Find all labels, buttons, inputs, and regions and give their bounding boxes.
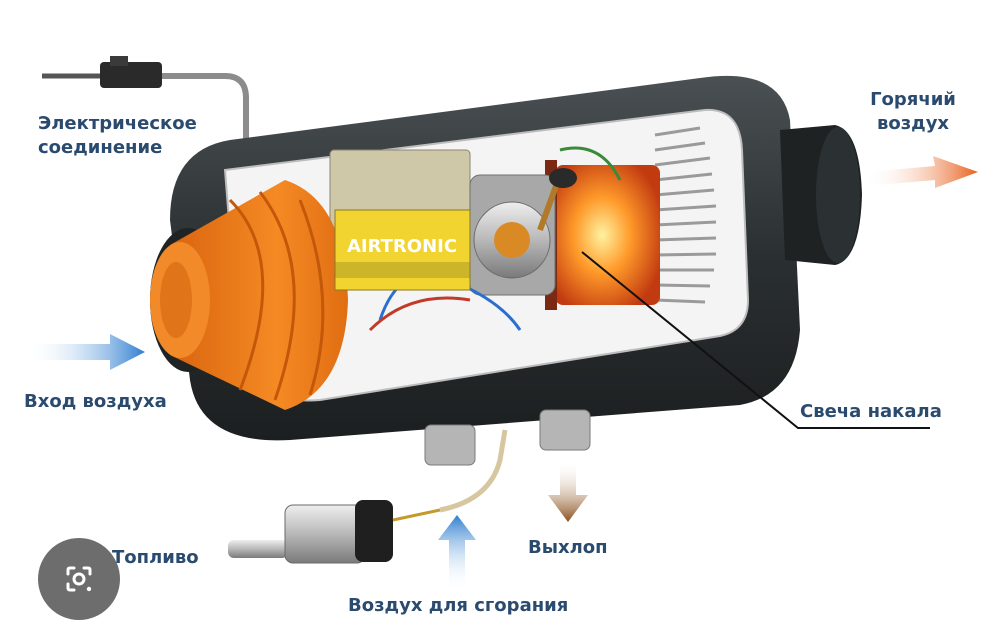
label-combustion-air: Воздух для сгорания	[348, 595, 569, 616]
fuel-pump	[228, 429, 508, 564]
airtronic-logo-text: AIRTRONIC	[347, 236, 457, 257]
lens-search-button[interactable]	[38, 538, 120, 620]
electrical-connector	[42, 56, 249, 140]
air-in-arrow	[25, 334, 145, 370]
hot-air-arrow	[865, 156, 978, 188]
glow-plug-leader-line	[581, 251, 930, 429]
exhaust-arrow	[548, 460, 588, 522]
label-glow-plug: Свеча накала	[800, 401, 942, 422]
airtronic-logo: AIRTRONIC	[334, 209, 471, 291]
label-hot-air: Горячий воздух	[870, 89, 956, 134]
combustion-air-arrow	[438, 515, 476, 590]
label-exhaust: Выхлоп	[528, 537, 608, 558]
lens-search-icon	[66, 566, 92, 592]
intake-fan	[150, 180, 348, 410]
label-air-in: Вход воздуха	[24, 391, 167, 412]
label-fuel: Топливо	[112, 547, 199, 568]
label-electrical-connection: Электрическое соединение	[38, 113, 197, 158]
